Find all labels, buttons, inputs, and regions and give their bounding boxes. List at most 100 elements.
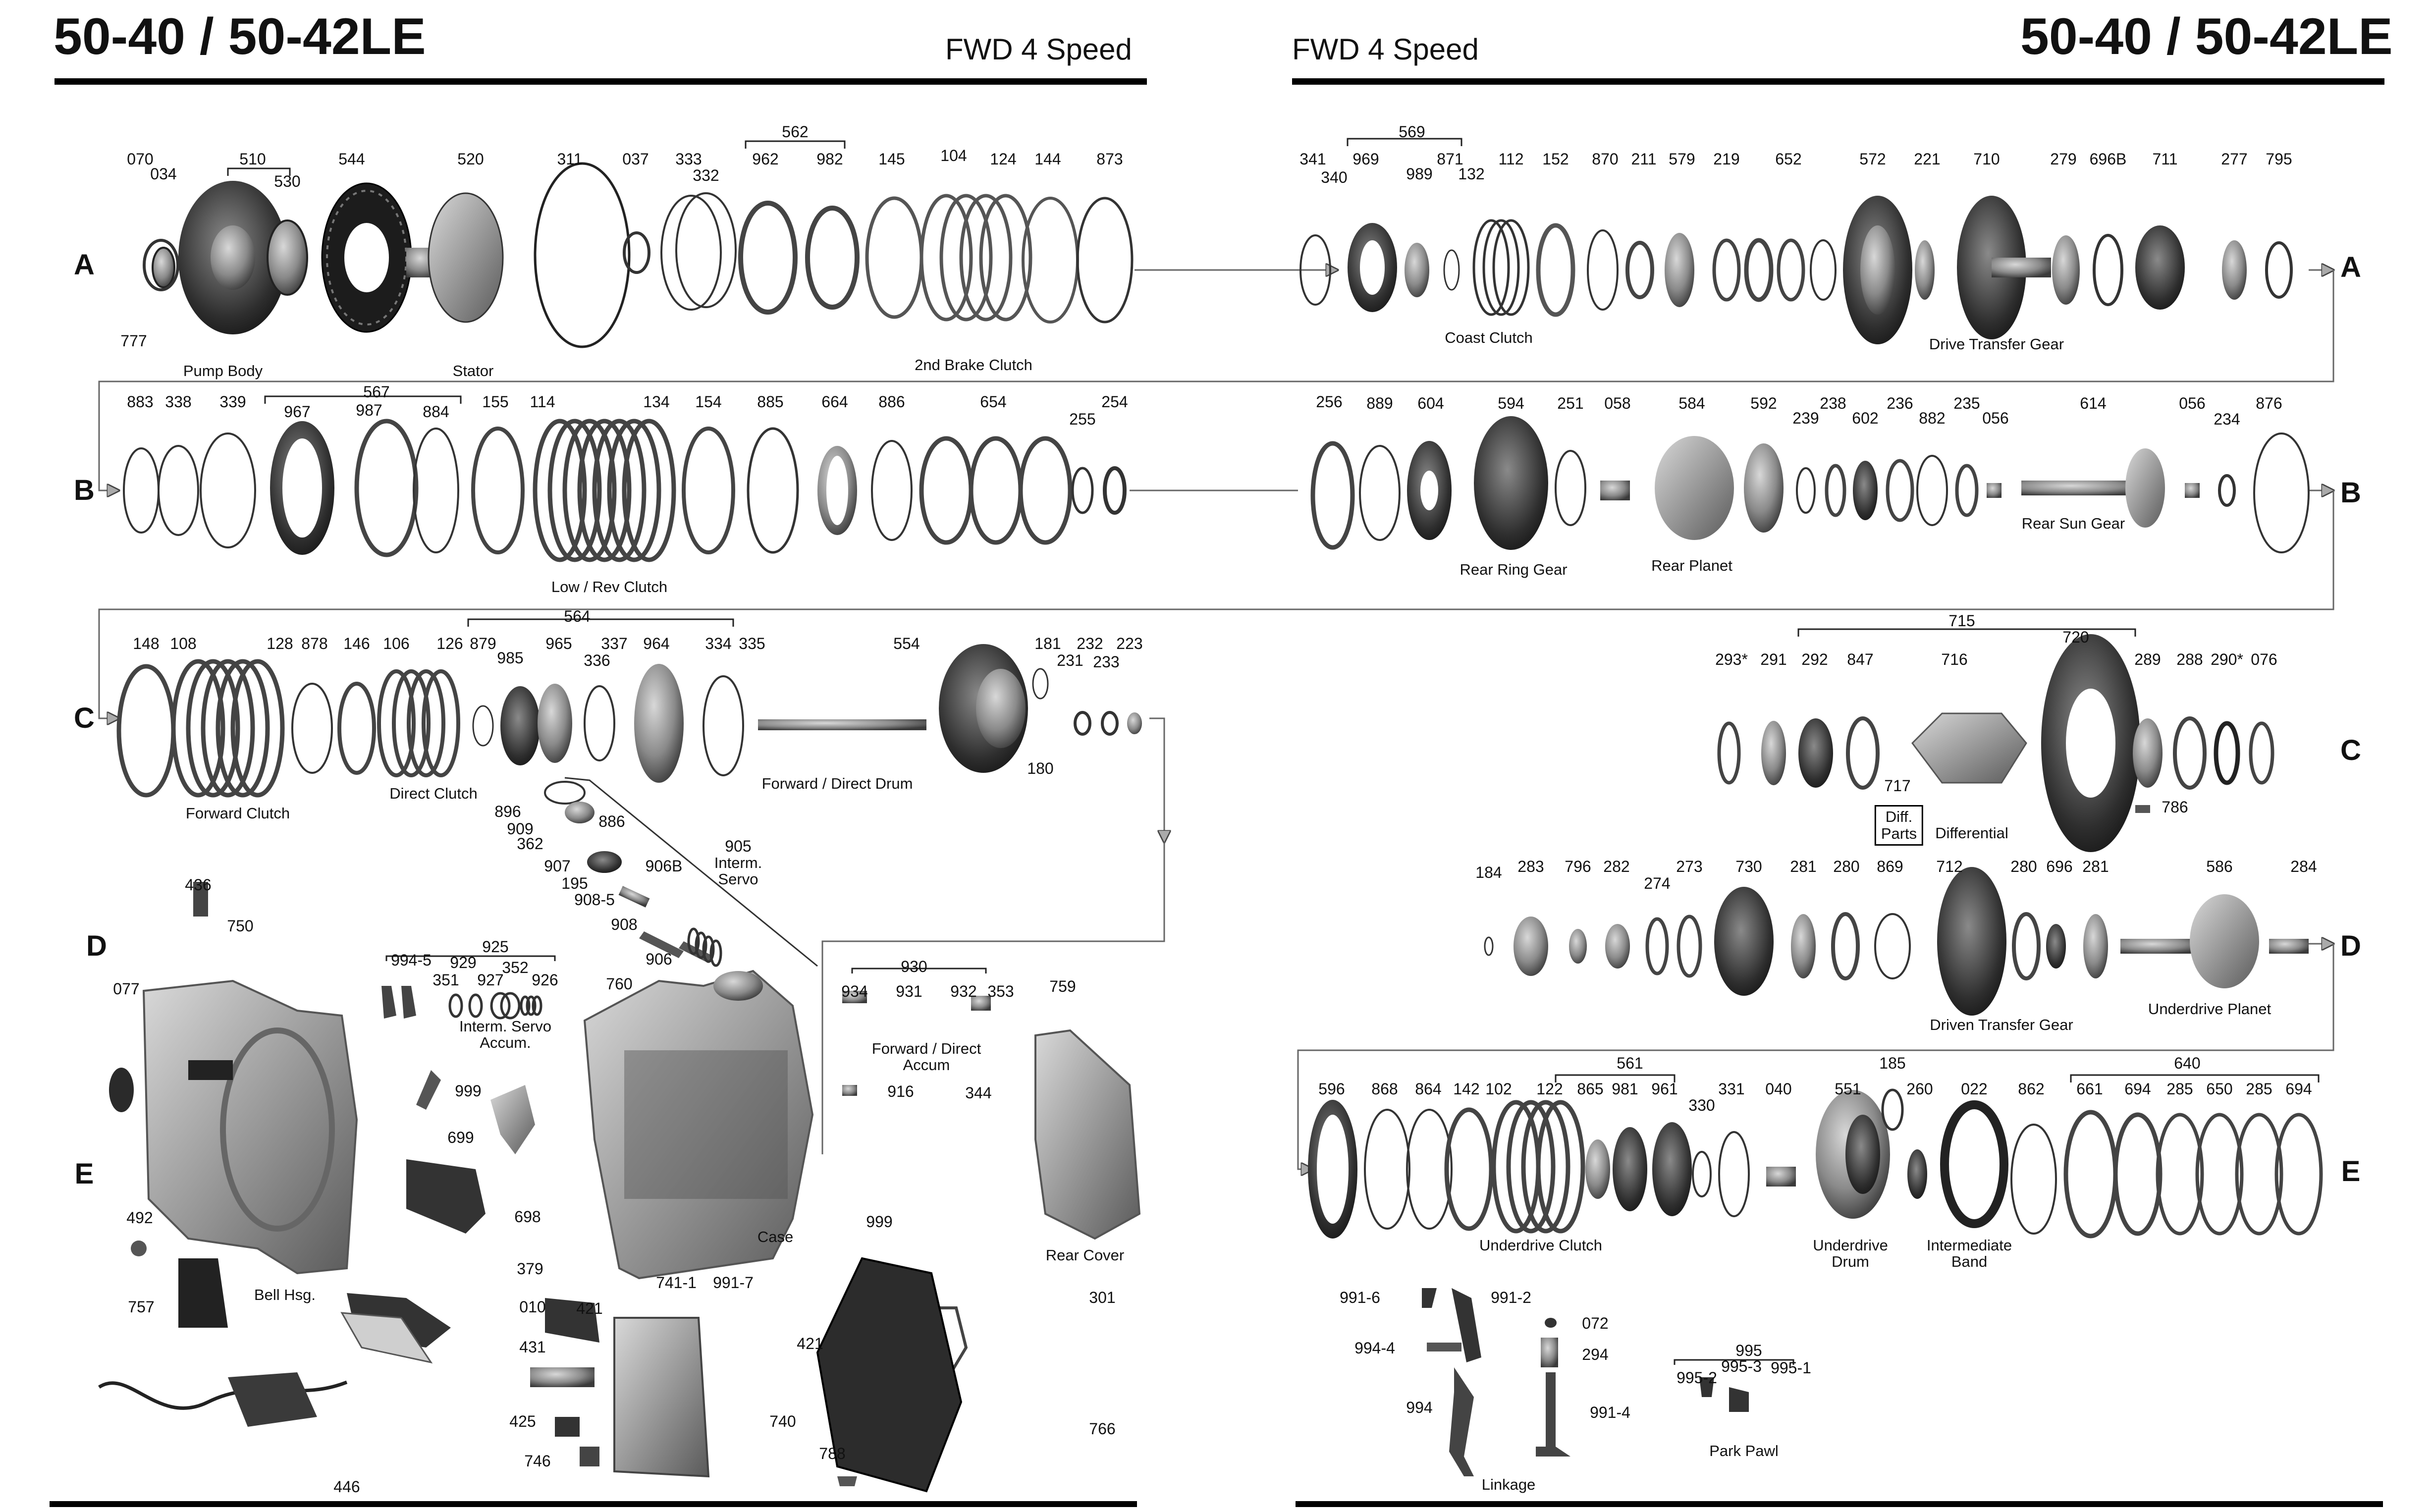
part-number: 330	[1688, 1096, 1715, 1114]
part-number: 907	[544, 857, 571, 875]
caption-pump-body: Pump Body	[183, 362, 263, 379]
row-a-right-parts	[1299, 196, 2293, 344]
part-number: 696	[2046, 858, 2073, 875]
part-number: 995-2	[1677, 1369, 1717, 1387]
part-number: 108	[170, 635, 197, 652]
part-number: 219	[1713, 150, 1740, 168]
caption-case: Case	[757, 1228, 794, 1245]
part-number: 909	[507, 820, 534, 838]
part-number: 999	[455, 1082, 482, 1100]
part-number: 260	[1906, 1080, 1933, 1098]
part-number: 862	[2018, 1080, 2045, 1098]
part-number: 288	[2176, 650, 2203, 668]
valve-body-art	[98, 986, 991, 1493]
part-number: 551	[1835, 1080, 1861, 1098]
part-number: 596	[1318, 1080, 1345, 1098]
part-number: 185	[1879, 1054, 1906, 1072]
part-number: 930	[901, 958, 927, 975]
part-number: 335	[739, 635, 765, 652]
part-number: 991-2	[1491, 1289, 1531, 1306]
part-number: 614	[2080, 394, 2107, 412]
part-number: 696B	[2089, 150, 2127, 168]
caption-coast-clutch: Coast Clutch	[1445, 329, 1533, 346]
part-number: 962	[752, 150, 779, 168]
part-number: 906	[646, 950, 672, 968]
part-number: 965	[545, 635, 572, 652]
part-number: 991-4	[1590, 1404, 1630, 1421]
part-number: 112	[1498, 150, 1524, 168]
part-number: 233	[1093, 653, 1120, 671]
part-number: 788	[819, 1445, 846, 1462]
part-number: 569	[1399, 123, 1425, 141]
part-number: 292	[1801, 650, 1828, 668]
part-number: 579	[1669, 150, 1695, 168]
caption-differential: Differential	[1935, 824, 2008, 842]
row-label-d-left: D	[86, 930, 107, 962]
part-number: 520	[457, 150, 484, 168]
part-number: 879	[470, 635, 496, 652]
part-number: 750	[227, 917, 254, 935]
part-number: 231	[1057, 651, 1083, 669]
part-number: 070	[127, 150, 154, 168]
part-number: 148	[133, 635, 160, 652]
part-number: 925	[482, 938, 509, 956]
part-number: 594	[1498, 394, 1524, 412]
part-number: 236	[1887, 394, 1913, 412]
linkage-parkpawl-art	[1422, 1288, 1749, 1476]
part-number: 281	[1790, 858, 1817, 875]
part-number: 154	[695, 393, 722, 411]
caption-underdrive-planet: Underdrive Planet	[2148, 1000, 2272, 1018]
part-number: 333	[675, 150, 702, 168]
subtitle-left: FWD 4 Speed	[945, 33, 1132, 66]
part-number: 969	[1352, 150, 1379, 168]
header-rule-left	[54, 78, 1147, 85]
part-number: 336	[584, 651, 610, 669]
part-number: 746	[524, 1452, 551, 1470]
part-number: 072	[1582, 1314, 1609, 1332]
part-number: 256	[1316, 393, 1343, 411]
part-number: 981	[1612, 1080, 1638, 1098]
part-number: 994-4	[1354, 1339, 1395, 1357]
caption-forward-direct-drum: Forward / Direct Drum	[761, 775, 913, 792]
part-number: 124	[990, 150, 1017, 168]
part-number: 796	[1565, 858, 1591, 875]
part-number: 927	[477, 971, 504, 989]
row-b-right-parts	[1310, 416, 2310, 553]
caption-underdrive-clutch: Underdrive Clutch	[1479, 1237, 1603, 1254]
part-number: 864	[1415, 1080, 1442, 1098]
part-number: 446	[333, 1478, 360, 1496]
part-number: 989	[1406, 165, 1433, 183]
part-number: 664	[821, 393, 848, 411]
part-number: 926	[532, 971, 558, 989]
caption-linkage: Linkage	[1481, 1476, 1536, 1493]
part-number: 280	[2010, 858, 2037, 875]
part-number: 934	[841, 982, 868, 1000]
part-number: 056	[2179, 394, 2206, 412]
part-number: 274	[1644, 874, 1671, 892]
part-number: 982	[816, 150, 843, 168]
part-number: 710	[1973, 150, 2000, 168]
part-number: 847	[1847, 650, 1874, 668]
servo-parts	[544, 777, 818, 967]
part-number: 311	[557, 150, 583, 168]
caption-diff-parts: Diff.Parts	[1874, 805, 1924, 846]
part-number: 889	[1366, 394, 1393, 412]
caption-direct-clutch: Direct Clutch	[389, 785, 478, 802]
part-number: 273	[1676, 858, 1703, 875]
part-number: 650	[2206, 1080, 2233, 1098]
part-number: 255	[1069, 410, 1096, 428]
part-number: 878	[301, 635, 328, 652]
caption-interm-servo: Interm.Servo	[714, 854, 762, 888]
part-number: 994-5	[391, 951, 432, 969]
caption-bell-hsg: Bell Hsg.	[254, 1286, 316, 1303]
part-number: 379	[517, 1260, 543, 1278]
part-number: 716	[1941, 650, 1968, 668]
part-number: 602	[1852, 409, 1879, 427]
row-e-right-parts	[1308, 1088, 2323, 1239]
row-c-right-parts	[1717, 634, 2274, 852]
footer-rule-right	[1296, 1501, 2383, 1507]
case-art	[583, 970, 1141, 1280]
row-label-c-right: C	[2340, 734, 2361, 766]
